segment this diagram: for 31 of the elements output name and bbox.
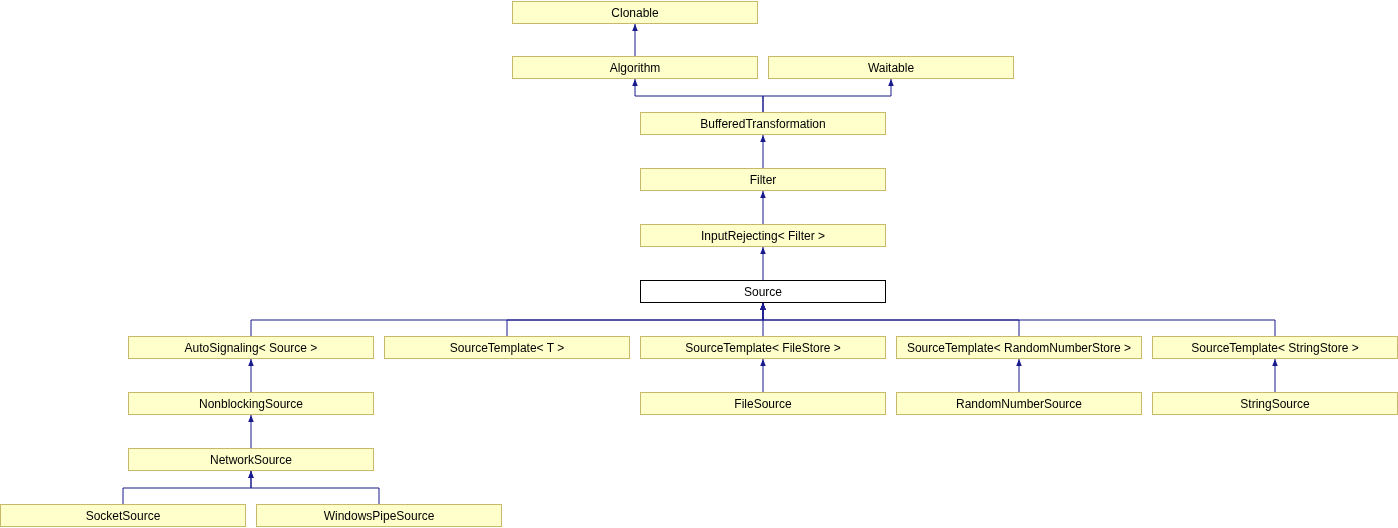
- inheritance-arrow: [1016, 358, 1022, 393]
- class-box: NonblockingSource: [128, 392, 374, 415]
- class-box: SourceTemplate< FileStore >: [640, 336, 886, 359]
- class-box: FileSource: [640, 392, 886, 415]
- class-box: Algorithm: [512, 56, 758, 79]
- class-box: RandomNumberSource: [896, 392, 1142, 415]
- class-box: AutoSignaling< Source >: [128, 336, 374, 359]
- class-box: Source: [640, 280, 886, 303]
- class-box: SourceTemplate< T >: [384, 336, 630, 359]
- inheritance-arrow: [760, 302, 1276, 337]
- class-box: NetworkSource: [128, 448, 374, 471]
- class-box: SourceTemplate< StringStore >: [1152, 336, 1398, 359]
- inheritance-arrow: [760, 358, 766, 393]
- inheritance-arrow: [248, 358, 254, 393]
- inheritance-arrow: [760, 246, 766, 281]
- class-box: WindowsPipeSource: [256, 504, 502, 527]
- class-box: BufferedTransformation: [640, 112, 886, 135]
- inheritance-arrow: [632, 23, 638, 57]
- class-box: SourceTemplate< RandomNumberStore >: [896, 336, 1142, 359]
- inheritance-arrow: [760, 190, 766, 225]
- class-box: StringSource: [1152, 392, 1398, 415]
- inheritance-arrow: [248, 470, 380, 505]
- inheritance-arrow: [248, 414, 254, 449]
- class-box: SocketSource: [0, 504, 246, 527]
- class-box: Waitable: [768, 56, 1014, 79]
- class-box: Clonable: [512, 1, 758, 24]
- inheritance-arrow: [1272, 358, 1278, 393]
- inheritance-arrow: [762, 78, 894, 113]
- class-box: InputRejecting< Filter >: [640, 224, 886, 247]
- class-box: Filter: [640, 168, 886, 191]
- inheritance-arrow: [760, 134, 766, 169]
